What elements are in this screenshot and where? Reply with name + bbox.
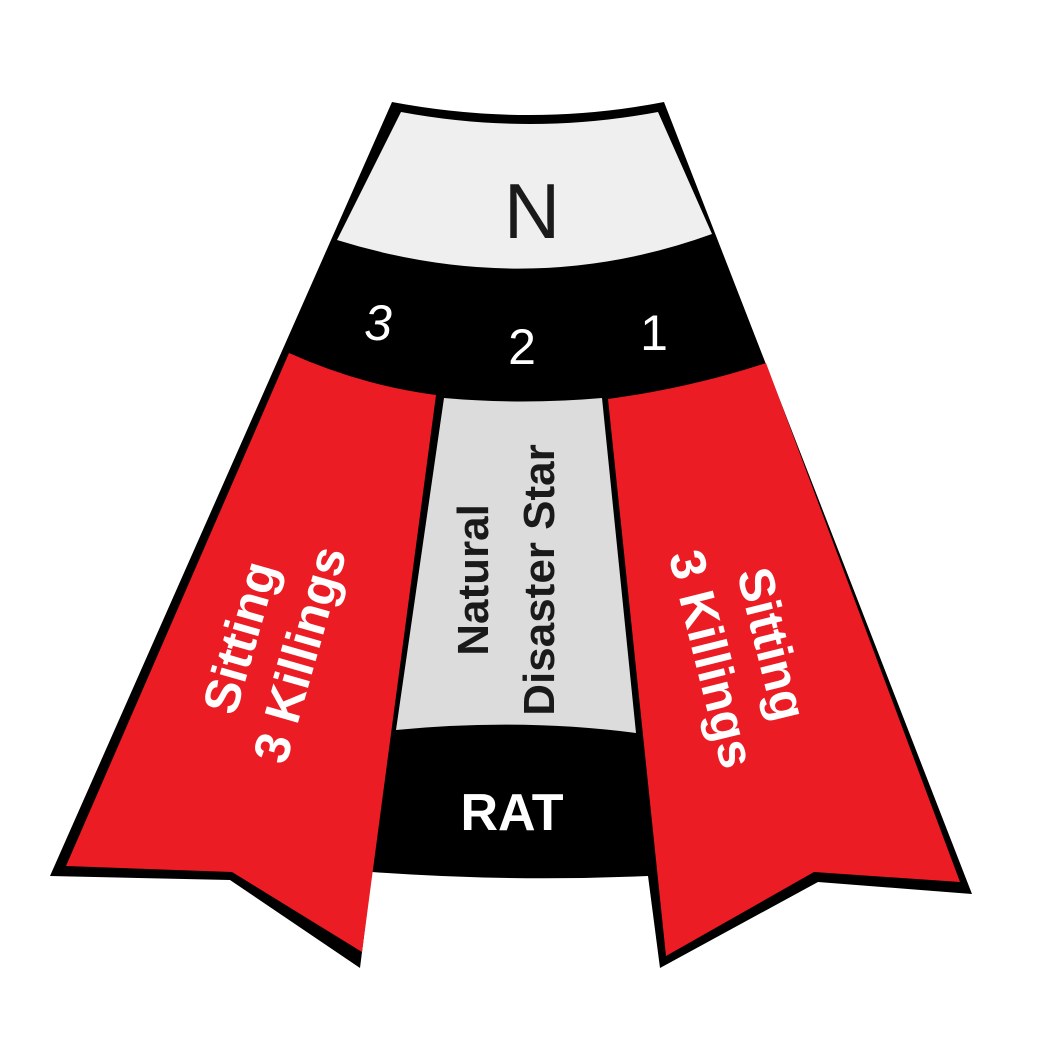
center-band-line1: Natural	[449, 504, 498, 656]
sector-number-1: 1	[640, 305, 668, 361]
bottom-label: RAT	[460, 784, 563, 842]
center-band-line2: Disaster Star	[515, 444, 564, 715]
center-band-label: Natural Disaster Star	[449, 444, 564, 715]
north-label: N	[504, 167, 560, 255]
center-band	[396, 398, 636, 733]
left-ribbon	[66, 353, 436, 952]
sector-number-2: 2	[508, 319, 536, 375]
sector-number-3: 3	[364, 295, 392, 351]
north-band	[337, 112, 712, 269]
right-ribbon	[608, 363, 960, 956]
